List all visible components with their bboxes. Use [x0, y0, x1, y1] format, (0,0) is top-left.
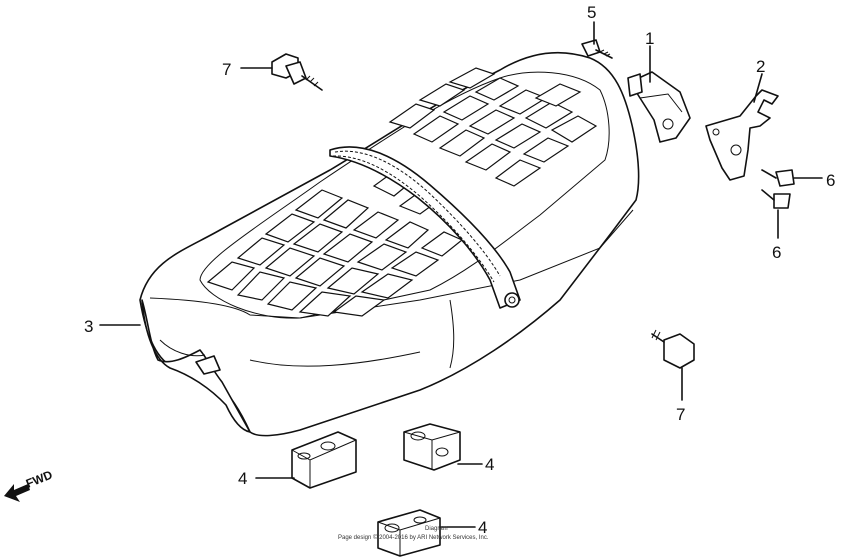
seat-front-quilted-pattern [388, 67, 598, 187]
hinge-bracket [627, 71, 691, 143]
bolt-5 [581, 39, 613, 59]
callout-1: 1 [645, 29, 654, 48]
seat-quilted-pattern [206, 169, 464, 317]
callout-numbers: 1 2 3 4 4 4 5 6 6 7 7 [84, 3, 835, 537]
rubber-cushion-4b [403, 423, 461, 471]
leader-lines [99, 21, 823, 528]
copyright-line-1: Diagram [425, 526, 448, 532]
seat-lock-plate [705, 89, 779, 181]
callout-4-bottom: 4 [478, 518, 487, 537]
callout-7-upper: 7 [222, 60, 231, 79]
rubber-cushion-4c [377, 509, 441, 557]
forward-arrow-icon [4, 484, 30, 502]
callout-6-lower: 6 [772, 243, 781, 262]
callout-3: 3 [84, 317, 93, 336]
callout-4-right: 4 [485, 455, 494, 474]
callout-5: 5 [587, 3, 596, 22]
copyright-notice: Diagram Page design © 2004-2016 by ARI N… [338, 526, 489, 541]
seat-strap [329, 146, 521, 309]
rubber-cushion-4a [291, 431, 357, 489]
screw-6-upper [761, 169, 795, 187]
copyright-line-2: Page design © 2004-2016 by ARI Network S… [338, 534, 489, 541]
forward-direction-indicator: FWD [4, 467, 55, 502]
callout-2: 2 [756, 57, 765, 76]
stud-7-lower [651, 329, 695, 369]
callout-4-left: 4 [238, 469, 247, 488]
callout-6-upper: 6 [826, 171, 835, 190]
forward-label: FWD [24, 467, 55, 490]
seat-assembly [139, 51, 640, 437]
callout-7-lower: 7 [676, 405, 685, 424]
bolt-7-upper [271, 53, 323, 91]
screw-6-lower [761, 189, 791, 209]
